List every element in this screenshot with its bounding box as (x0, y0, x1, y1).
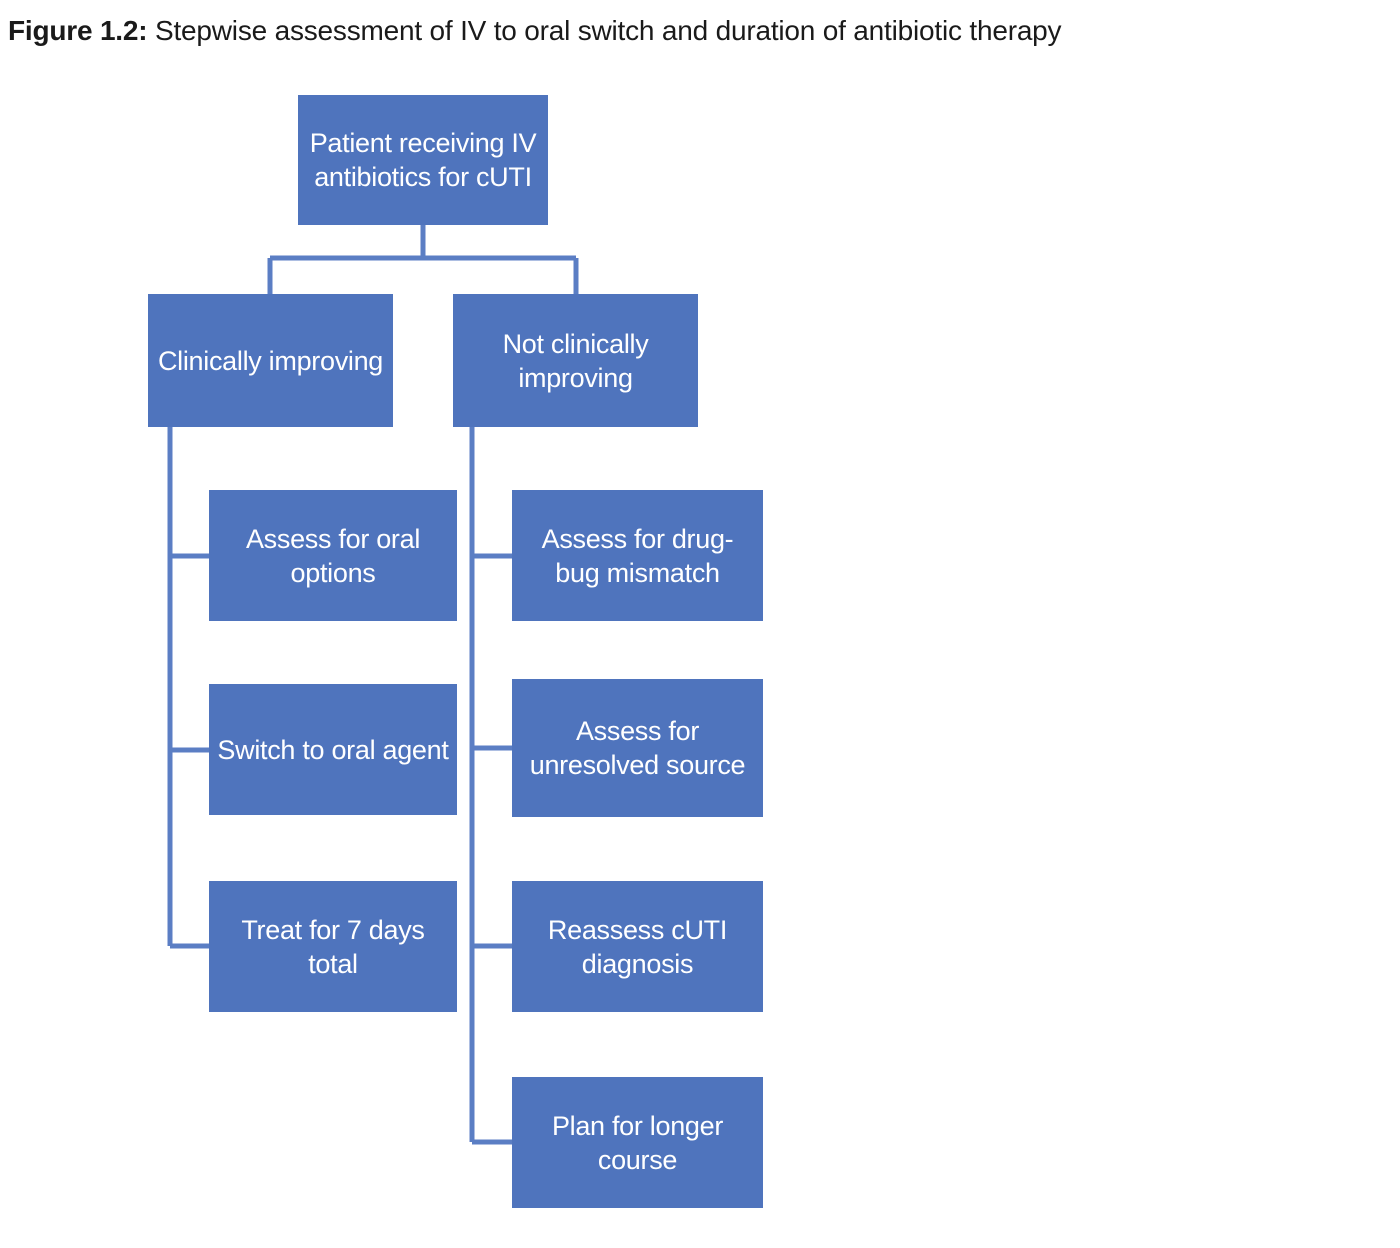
node-switch-to-oral-agent[interactable]: Switch to oral agent (209, 684, 457, 815)
node-assess-for-oral-options[interactable]: Assess for oral options (209, 490, 457, 621)
node-label: Patient receiving IV antibiotics for cUT… (309, 128, 537, 192)
node-label: Plan for longer course (551, 1110, 724, 1175)
node-label: Treat for 7 days total (241, 914, 425, 979)
node-label: Assess for oral options (245, 523, 421, 588)
node-label: Assess for drug-bug mismatch (541, 523, 734, 588)
node-label: Clinically improving (157, 345, 384, 376)
node-reassess-cuti-diagnosis[interactable]: Reassess cUTI diagnosis (512, 881, 763, 1012)
node-treat-for-7-days-total[interactable]: Treat for 7 days total (209, 881, 457, 1012)
node-label: Switch to oral agent (217, 734, 449, 765)
node-plan-for-longer-course[interactable]: Plan for longer course (512, 1077, 763, 1208)
node-label: Not clinically improving (502, 328, 649, 393)
figure-caption: Figure 1.2: Stepwise assessment of IV to… (8, 14, 1388, 48)
node-patient-receiving-iv-antibiotics[interactable]: Patient receiving IV antibiotics for cUT… (298, 95, 548, 225)
node-label: Reassess cUTI diagnosis (547, 914, 728, 979)
node-label: Assess for unresolved source (529, 716, 746, 780)
figure-caption-separator: : (138, 15, 155, 46)
figure-label: Figure 1.2 (8, 15, 139, 46)
node-not-clinically-improving[interactable]: Not clinically improving (453, 294, 698, 427)
figure-title: Stepwise assessment of IV to oral switch… (154, 15, 1062, 46)
node-assess-for-unresolved-source[interactable]: Assess for unresolved source (512, 679, 763, 817)
node-clinically-improving[interactable]: Clinically improving (148, 294, 393, 427)
node-assess-for-drug-bug-mismatch[interactable]: Assess for drug-bug mismatch (512, 490, 763, 621)
